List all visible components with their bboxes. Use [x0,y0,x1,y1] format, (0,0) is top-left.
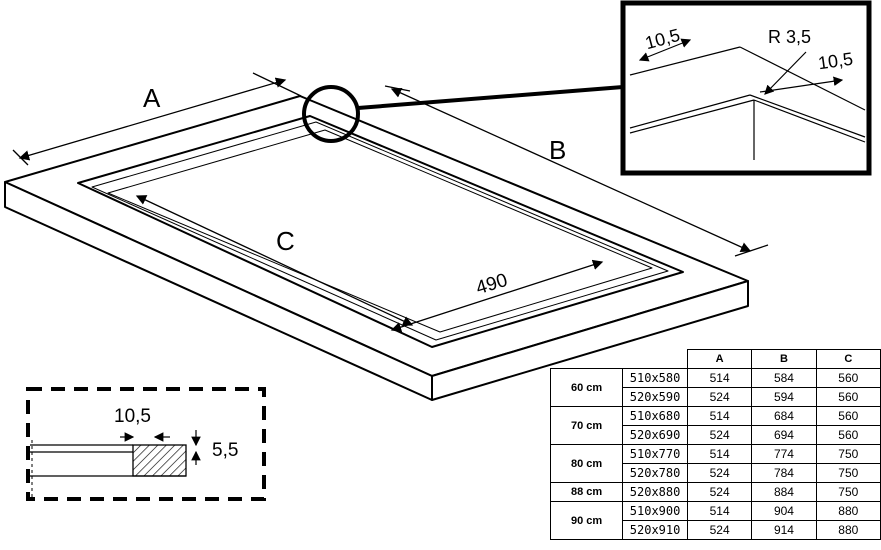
table-header-c: C [815,349,881,369]
value-a: 514 [686,501,753,521]
group-label: 88 cm [549,482,624,502]
table-header-row: A B C [551,349,881,369]
value-a: 524 [686,463,753,483]
value-b: 594 [751,387,817,407]
value-b: 774 [751,444,817,464]
table-header-b: B [751,349,817,369]
table-header-a: A [686,349,753,369]
value-a: 514 [686,444,753,464]
table-row: 90 cm 510x900 514 904 880 [549,501,881,540]
group-label: 90 cm [549,501,624,540]
value-b: 694 [751,425,817,445]
size-cell: 520x880 [622,482,688,502]
value-a: 524 [686,387,753,407]
label-c: C [276,226,295,256]
detail-box [620,0,872,176]
value-c: 750 [815,444,881,464]
group-label: 70 cm [549,406,624,445]
detail-callout [302,85,624,143]
table-row: 60 cm 510x580 514 584 560 [549,368,881,407]
value-b: 884 [751,482,817,502]
value-a: 524 [686,520,753,540]
size-cell: 510x900 [622,501,688,521]
value-b: 684 [751,406,817,426]
value-b: 584 [751,368,817,388]
table-row: 80 cm 510x770 514 774 750 [549,444,881,483]
table-row: 70 cm 510x680 514 684 560 [549,406,881,445]
size-cell: 520x780 [622,463,688,483]
section-label-5-5: 5,5 [212,440,239,461]
table-row: 88 cm 520x880 524 884 750 [549,482,881,502]
value-b: 904 [751,501,817,521]
label-a: A [143,83,161,113]
value-a: 524 [686,425,753,445]
value-c: 560 [815,368,881,388]
value-a: 514 [686,368,753,388]
size-cell: 510x770 [622,444,688,464]
value-b: 784 [751,463,817,483]
detail-label-right: 10,5 [816,48,855,74]
size-cell: 520x590 [622,387,688,407]
size-cell: 510x680 [622,406,688,426]
group-label: 80 cm [549,444,624,483]
value-c: 880 [815,520,881,540]
value-c: 560 [815,425,881,445]
value-c: 750 [815,482,881,502]
table-header-blank [551,350,688,369]
value-a: 514 [686,406,753,426]
value-c: 560 [815,387,881,407]
dimensions-table: A B C 60 cm 510x580 514 584 560 520x590 … [549,349,881,540]
label-b: B [549,135,567,165]
dimension-a [12,72,302,166]
section-label-10-5: 10,5 [114,406,151,427]
dimension-b [384,85,769,257]
value-c: 560 [815,406,881,426]
dimension-490 [390,259,604,333]
size-cell: 510x580 [622,368,688,388]
table-row: 520x780 524 784 750 [551,463,881,483]
value-a: 524 [686,482,753,502]
value-c: 750 [815,463,881,483]
value-b: 914 [751,520,817,540]
size-cell: 520x690 [622,425,688,445]
detail-label-radius: R 3,5 [768,27,812,47]
section-detail [26,387,266,501]
value-c: 880 [815,501,881,521]
table-row: 520x910 524 914 880 [551,520,881,540]
size-cell: 520x910 [622,520,688,540]
dimension-c [135,195,414,326]
group-label: 60 cm [549,368,624,407]
table-row: 520x590 524 594 560 [551,387,881,407]
